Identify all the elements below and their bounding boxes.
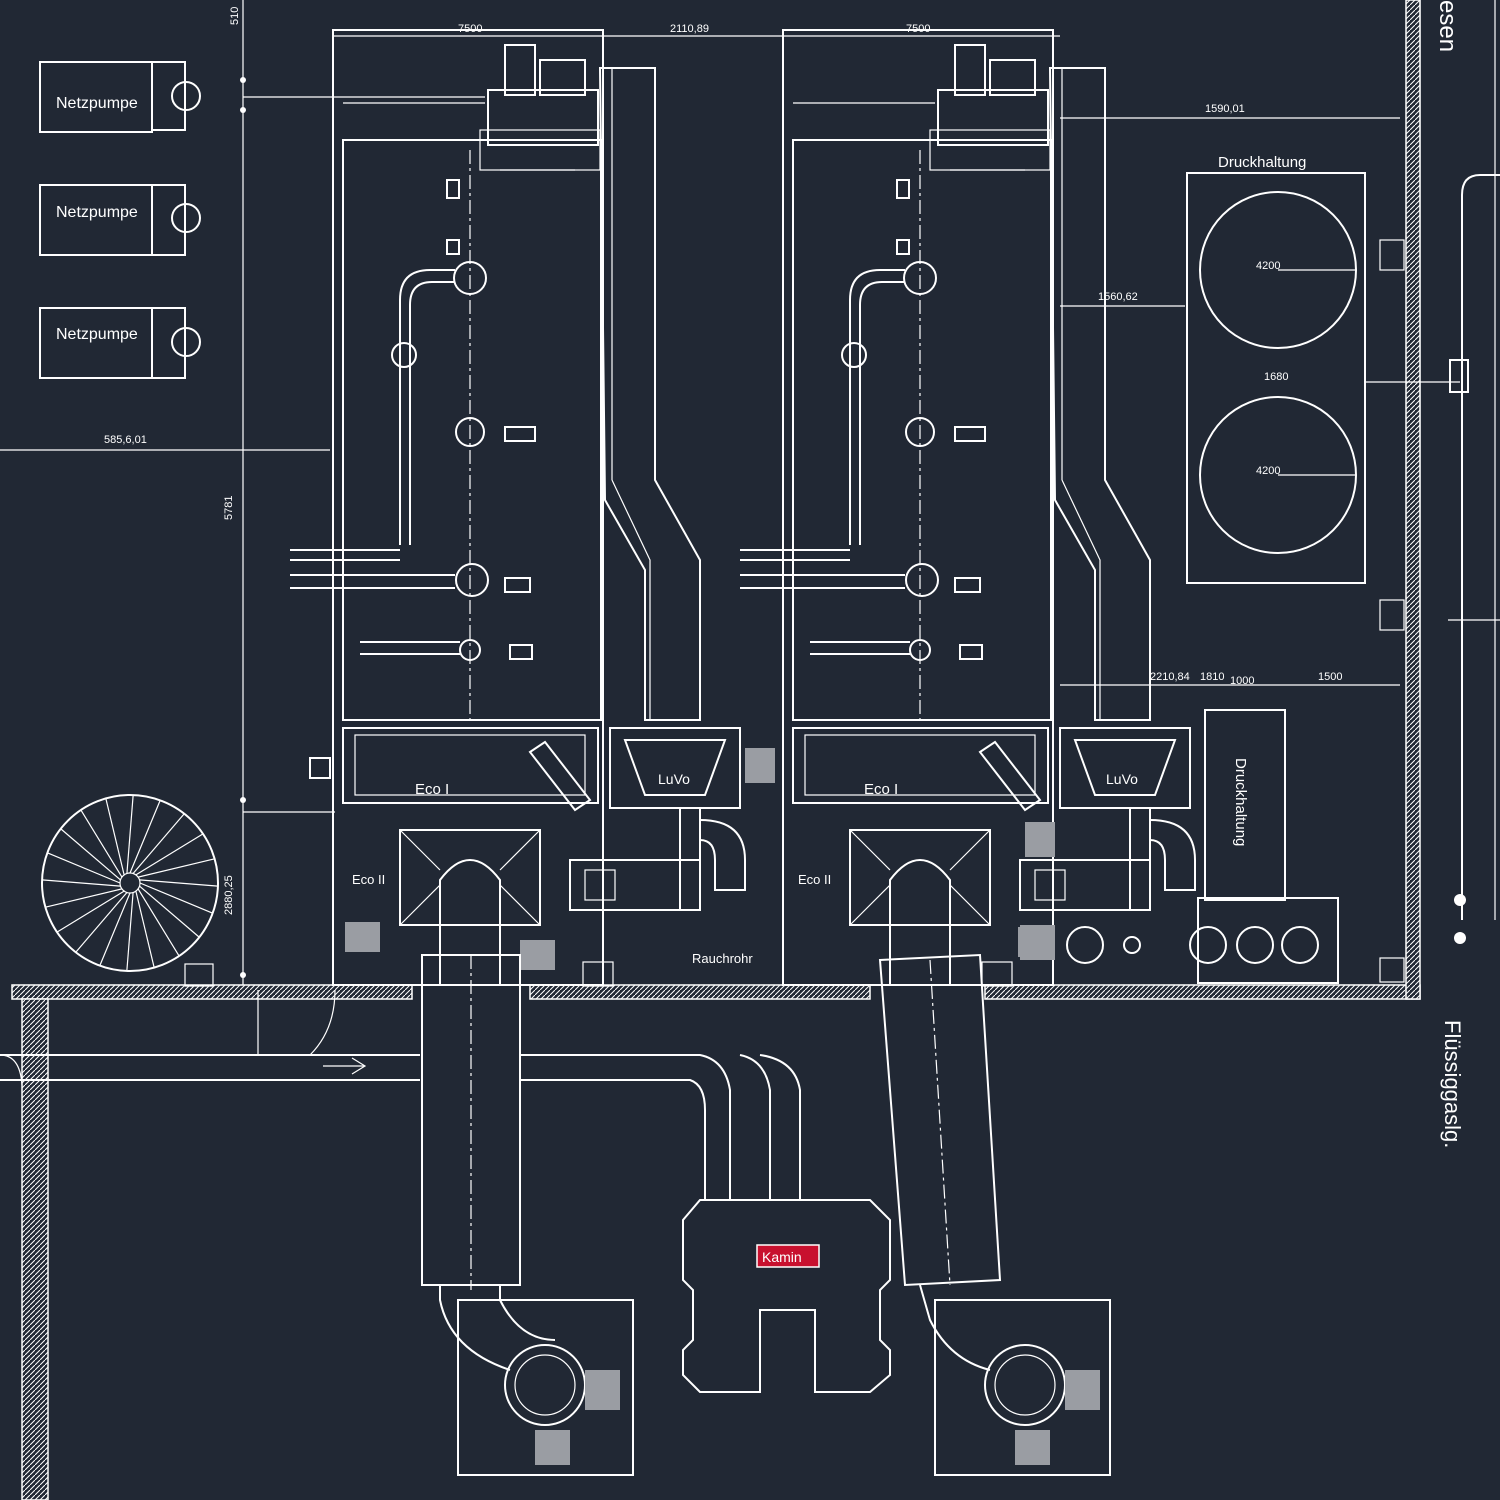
left-dimension-line xyxy=(0,0,485,985)
eco2-right-label: Eco II xyxy=(798,872,831,887)
luvo-right-label: LuVo xyxy=(1106,771,1138,787)
fluessiggas-label: Flüssiggaslg. xyxy=(1440,1020,1465,1148)
stair-tread xyxy=(139,882,213,914)
dimension-text: 585,6,01 xyxy=(104,434,147,446)
labels: Netzpumpe Netzpumpe Netzpumpe Druckhaltu… xyxy=(56,0,1465,1265)
dimension-text: 4200 xyxy=(1256,465,1280,477)
edge-label-top-right: esen xyxy=(1434,0,1461,52)
stair-tread xyxy=(47,852,121,884)
stair-tread xyxy=(99,892,131,966)
stair-tread xyxy=(139,885,200,938)
eco1-right-label: Eco I xyxy=(864,781,898,798)
dimension-text: 510 xyxy=(229,7,241,25)
dimension-texts: 7500 2110,89 7500 1590,01 585,6,01 1560,… xyxy=(104,7,1342,915)
stair-tread xyxy=(135,833,204,876)
dimension-text: 1000 xyxy=(1230,675,1254,687)
kamin-chimney xyxy=(682,1199,891,1393)
boiler-unit-right xyxy=(740,29,1196,986)
stair-tread xyxy=(137,888,180,957)
stair-tread xyxy=(56,890,125,933)
kamin-label: Kamin xyxy=(762,1249,802,1265)
druckhaltung-vertical-label: Druckhaltung xyxy=(1232,758,1249,846)
stair-tread xyxy=(137,858,215,878)
dimension-text: 1590,01 xyxy=(1205,103,1245,115)
stair-tread xyxy=(75,892,128,953)
stair-tread xyxy=(60,828,121,881)
netzpumpe-group-1 xyxy=(39,61,201,133)
spiral-staircase xyxy=(41,794,219,972)
stair-tread xyxy=(126,795,134,874)
stair-tread xyxy=(45,888,123,908)
dimension-text: 2210,84 xyxy=(1150,671,1190,683)
dimension-text: 5781 xyxy=(223,496,235,520)
stair-tread xyxy=(135,890,155,968)
druckhaltung-tanks xyxy=(1186,172,1460,584)
druckhaltung-label: Druckhaltung xyxy=(1218,154,1306,171)
netzpumpe-label-1: Netzpumpe xyxy=(56,95,138,112)
dimension-text: 1560,62 xyxy=(1098,291,1138,303)
netzpumpe-label-3: Netzpumpe xyxy=(56,326,138,343)
stair-tread xyxy=(42,879,121,887)
stair-tread xyxy=(105,798,125,876)
dimension-text: 7500 xyxy=(906,23,930,35)
top-dimension-line xyxy=(333,35,1400,686)
dimension-text: 1500 xyxy=(1318,671,1342,683)
stair-tread xyxy=(129,800,161,874)
eco2-left-label: Eco II xyxy=(352,872,385,887)
druckhaltung-block xyxy=(1018,709,1339,984)
building-walls xyxy=(11,0,1421,1500)
luvo-left-label: LuVo xyxy=(658,771,690,787)
dimension-text: 2110,89 xyxy=(670,23,709,35)
boiler-unit-left xyxy=(290,29,775,986)
external-pipe xyxy=(1419,0,1500,944)
netzpumpe-group-3 xyxy=(39,307,201,379)
stair-tread xyxy=(126,892,134,971)
stair-tread xyxy=(132,813,185,874)
dimension-text: 1810 xyxy=(1200,671,1224,683)
dimension-text: 7500 xyxy=(458,23,482,35)
dimension-text: 2880,25 xyxy=(223,875,235,915)
netzpumpe-group-2 xyxy=(39,184,201,256)
dimension-text: 1680 xyxy=(1264,371,1288,383)
stair-tread xyxy=(80,809,123,878)
eco1-left-label: Eco I xyxy=(415,781,449,798)
rauchrohr-label: Rauchrohr xyxy=(692,951,753,966)
dimension-text: 4200 xyxy=(1256,260,1280,272)
stair-tread xyxy=(139,879,218,887)
flue-channels xyxy=(0,953,1111,1476)
netzpumpe-label-2: Netzpumpe xyxy=(56,204,138,221)
